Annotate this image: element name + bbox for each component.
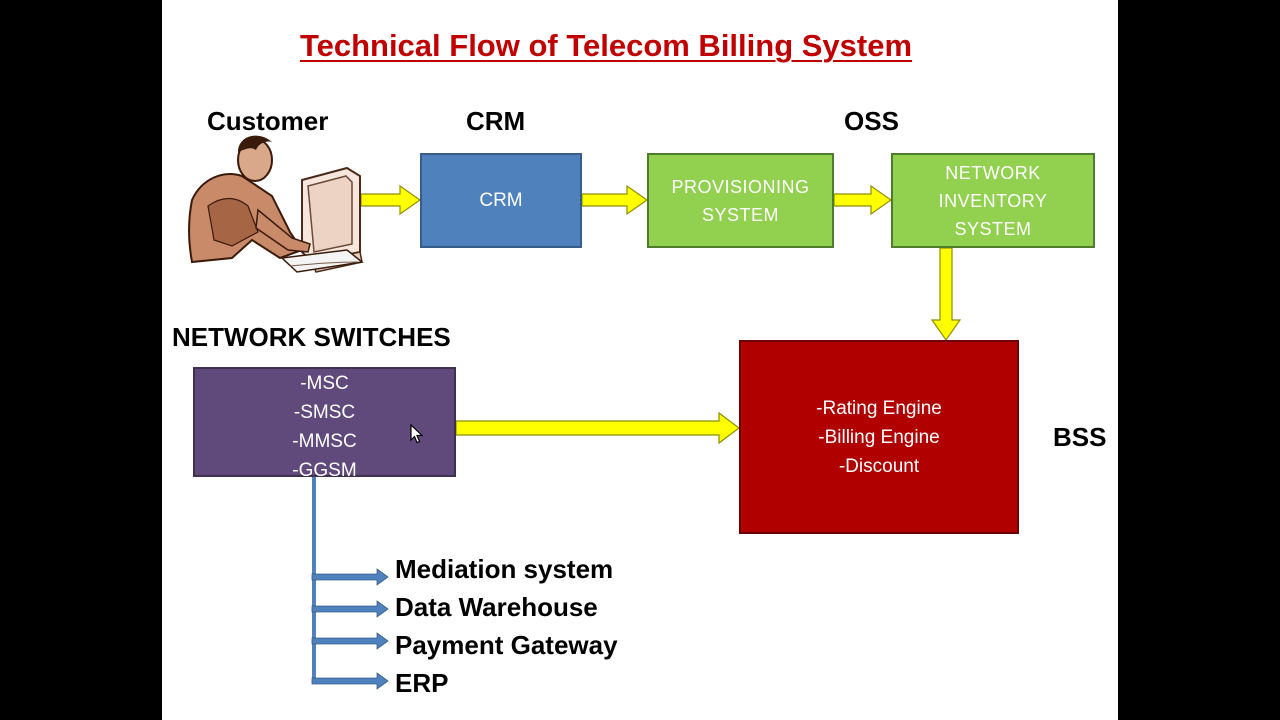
- branch-arrow-warehouse: [311, 600, 389, 618]
- customer-at-computer-icon: [188, 135, 364, 273]
- slide: Technical Flow of Telecom Billing System…: [162, 0, 1118, 720]
- output-data-warehouse: Data Warehouse: [395, 592, 598, 622]
- heading-crm: CRM: [466, 106, 526, 136]
- arrow-crm-to-provisioning: [581, 184, 649, 216]
- arrow-inventory-to-bss: [930, 247, 962, 342]
- branch-arrow-erp: [311, 672, 389, 690]
- output-mediation-system: Mediation system: [395, 554, 614, 584]
- branch-arrows: [311, 568, 389, 690]
- heading-customer: Customer: [207, 106, 329, 136]
- arrow-customer-to-crm: [360, 184, 422, 216]
- crm-box: CRM: [420, 153, 582, 248]
- network-inventory-system-box: NETWORK INVENTORY SYSTEM: [891, 153, 1095, 248]
- heading-network-switches: NETWORK SWITCHES: [172, 322, 451, 352]
- heading-bss: BSS: [1053, 422, 1107, 452]
- branch-arrow-payment: [311, 632, 389, 650]
- output-payment-gateway: Payment Gateway: [395, 630, 618, 660]
- output-erp: ERP: [395, 668, 449, 698]
- arrow-provisioning-to-inventory: [833, 184, 893, 216]
- mouse-pointer-icon: [410, 424, 424, 444]
- network-switches-box: -MSC -SMSC -MMSC -GGSM: [193, 367, 456, 481]
- connector-layer: [311, 184, 962, 690]
- bss-box: -Rating Engine -Billing Engine -Discount: [739, 340, 1019, 534]
- diagram-title: Technical Flow of Telecom Billing System: [299, 28, 913, 63]
- branch-arrow-mediation: [311, 568, 389, 586]
- provisioning-system-box: PROVISIONING SYSTEM: [647, 153, 834, 248]
- arrow-switches-to-bss: [455, 411, 740, 445]
- heading-oss: OSS: [844, 106, 899, 136]
